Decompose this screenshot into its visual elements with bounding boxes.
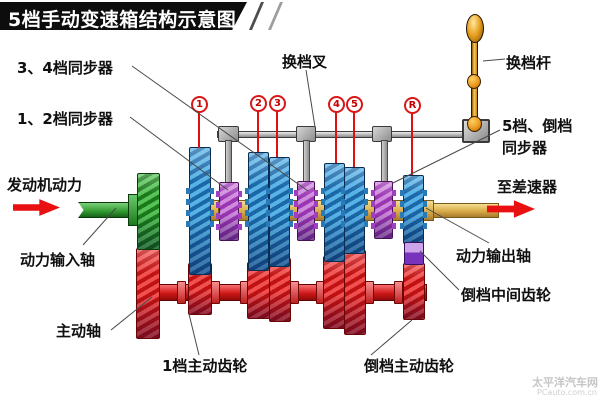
watermark-line1: 太平洋汽车网 (532, 376, 598, 389)
leader-shift-lever (482, 58, 506, 62)
label-shift-fork: 换档叉 (282, 53, 328, 71)
marker-line-R (411, 112, 413, 175)
marker-gear-1: 1 (191, 96, 208, 113)
marker-gear-2: 2 (250, 95, 267, 112)
leader-drive-shaft (110, 296, 153, 331)
label-gear1-drive: 1档主动齿轮 (162, 357, 248, 375)
leader-input-shaft (82, 207, 117, 246)
leader-output-shaft (425, 207, 490, 244)
marker-line-2 (257, 110, 259, 152)
leader-sync12 (129, 116, 229, 191)
label-input-shaft: 动力输入轴 (20, 251, 96, 269)
page-title: 5档手动变速箱结构示意图 (8, 9, 237, 31)
leader-sync5r (392, 129, 501, 184)
shift-lever-knob (466, 14, 484, 43)
label-reverse-drive: 倒档主动齿轮 (364, 357, 455, 375)
shift-lever-joint-ball (467, 74, 481, 89)
sync-5-R (371, 181, 396, 239)
label-sync5r-line2: 同步器 (502, 139, 548, 157)
marker-gear-3: 3 (269, 95, 286, 112)
label-output-shaft: 动力输出轴 (456, 247, 532, 265)
label-reverse-idler: 倒档中间齿轮 (461, 286, 552, 304)
gear5-driven-gear (341, 167, 368, 254)
label-to-differential: 至差速器 (497, 178, 558, 196)
leader-shift-fork (305, 69, 316, 128)
label-drive-shaft: 主动轴 (56, 322, 102, 340)
gear3-driven-gear (266, 157, 293, 267)
marker-line-4 (335, 111, 337, 163)
title-banner (0, 2, 247, 30)
countershaft-hub (394, 281, 403, 304)
leader-gear1-drive (188, 313, 200, 356)
countershaft-hub (177, 281, 186, 304)
leader-reverse-idler (419, 250, 460, 291)
label-sync5r-line1: 5档、倒档 (502, 117, 573, 135)
reverse-idler-gear (404, 242, 424, 265)
marker-line-5 (353, 111, 355, 167)
label-sync12: 1、2档同步器 (17, 110, 113, 128)
marker-line-1 (198, 111, 200, 148)
leader-sync34 (131, 65, 309, 192)
marker-gear-4: 4 (328, 96, 345, 113)
input-gear (137, 173, 160, 250)
gear1-driven-gear (186, 147, 214, 275)
marker-gear-R: R (404, 97, 421, 114)
marker-gear-5: 5 (346, 96, 363, 113)
sync-3-4 (294, 181, 318, 241)
shift-lever-base-ball (467, 116, 482, 132)
label-sync34: 3、4档同步器 (17, 59, 113, 77)
label-engine-power: 发动机动力 (7, 176, 83, 194)
reverse-driven-gear (400, 175, 427, 244)
marker-line-3 (276, 110, 278, 157)
leader-reverse-drive (370, 319, 413, 356)
label-shift-lever: 换档杆 (506, 54, 552, 72)
sync-1-2 (216, 182, 242, 241)
watermark-line2: PCauto.com.cn (537, 388, 597, 397)
